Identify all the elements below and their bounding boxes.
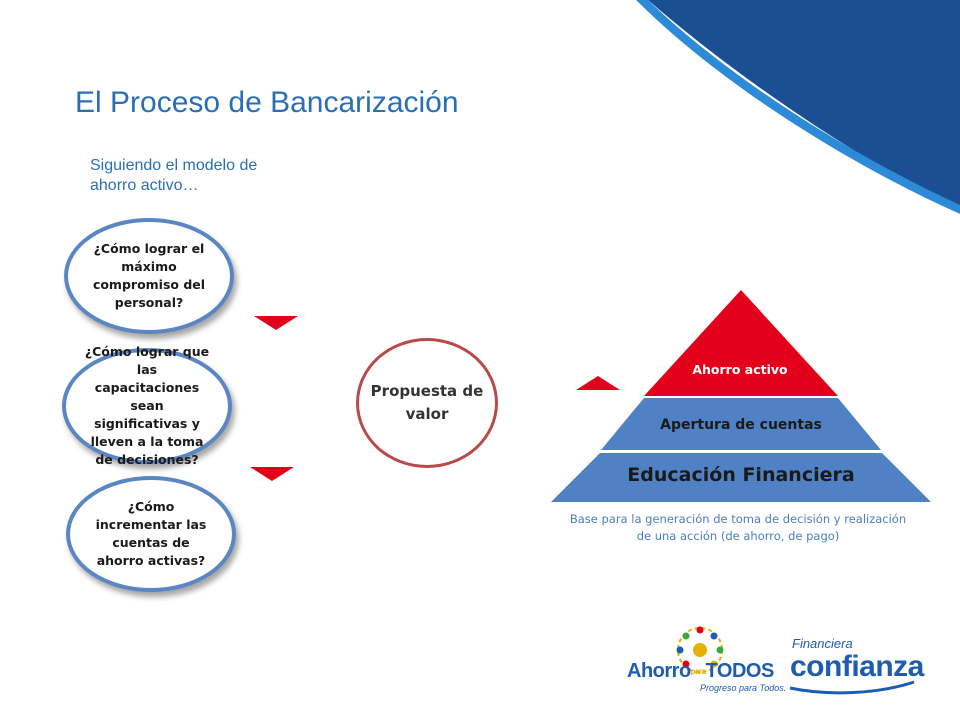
logo-tagline: Progreso para Todos. xyxy=(700,683,787,693)
page-title: El Proceso de Bancarización xyxy=(75,86,459,119)
logo-ahorro-word: Ahorro xyxy=(627,660,691,682)
pyramid-middle-tier xyxy=(601,398,881,450)
pyramid-bottom-tier xyxy=(551,453,931,502)
pyramid-top-tier xyxy=(644,290,838,396)
people-circle-icon xyxy=(676,626,724,673)
savings-pyramid xyxy=(551,290,931,502)
ahorro-para-todos-logo: AhorroparaTODOS xyxy=(627,660,774,683)
pyramid-caption: Base para la generación de toma de decis… xyxy=(569,512,907,543)
pyramid-middle-label: Apertura de cuentas xyxy=(660,417,822,433)
confianza-logo: confianza xyxy=(790,650,924,683)
financiera-label: Financiera xyxy=(792,636,853,651)
question-bubble-accounts: ¿Cómo incrementar las cuentas de ahorro … xyxy=(66,476,236,592)
triangle-down-icon xyxy=(250,467,294,481)
question-text: ¿Cómo lograr el máximo compromiso del pe… xyxy=(92,241,206,310)
value-proposition-bubble: Propuesta de valor xyxy=(356,338,498,468)
triangle-up-icon xyxy=(576,376,620,390)
question-text: ¿Cómo lograr que las capacitaciones sean… xyxy=(84,344,210,467)
question-bubble-commitment: ¿Cómo lograr el máximo compromiso del pe… xyxy=(64,218,234,334)
pyramid-top-label: Ahorro activo xyxy=(692,362,788,377)
question-bubble-training: ¿Cómo lograr que las capacitaciones sean… xyxy=(62,344,232,467)
triangle-down-icon xyxy=(254,316,298,330)
question-text: ¿Cómo incrementar las cuentas de ahorro … xyxy=(95,499,207,568)
page-subtitle: Siguiendo el modelo de ahorro activo… xyxy=(90,157,258,194)
logo-para-word: para xyxy=(690,667,706,677)
value-proposition-label: Propuesta de valor xyxy=(370,382,484,423)
logo-todos-word: TODOS xyxy=(705,660,775,682)
logo-swoosh-icon xyxy=(789,680,915,695)
pyramid-bottom-label: Educación Financiera xyxy=(627,464,855,486)
